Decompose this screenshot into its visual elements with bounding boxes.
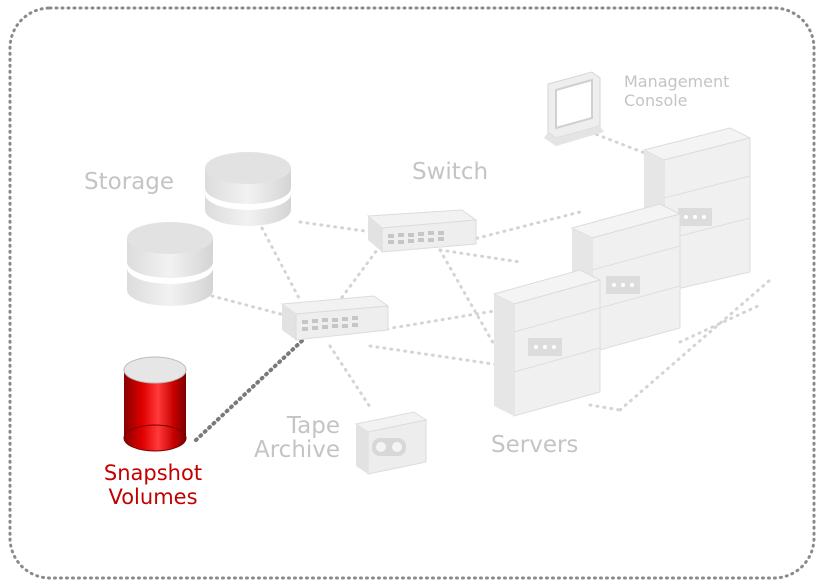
- snapshot-volumes-label: Snapshot Volumes: [103, 461, 203, 509]
- servers-label: Servers: [491, 432, 579, 458]
- server-tower-icon: [492, 269, 602, 417]
- tape-cartridge-icon: [354, 411, 428, 475]
- tape-archive-label: Tape Archive: [254, 413, 341, 464]
- network-links: [210, 130, 772, 412]
- switch-label: Switch: [412, 159, 489, 185]
- management-console-label: Management Console: [624, 72, 730, 111]
- storage-label: Storage: [84, 169, 174, 195]
- switch-icon: [280, 295, 390, 341]
- storage-disk-icon: [127, 222, 213, 306]
- diagram-border: [8, 6, 816, 580]
- monitor-icon: [544, 71, 604, 146]
- snapshot-volume-icon: [123, 356, 187, 452]
- storage-disk-icon: [205, 152, 291, 226]
- snapshot-link: [194, 336, 307, 442]
- switch-icon: [366, 209, 478, 253]
